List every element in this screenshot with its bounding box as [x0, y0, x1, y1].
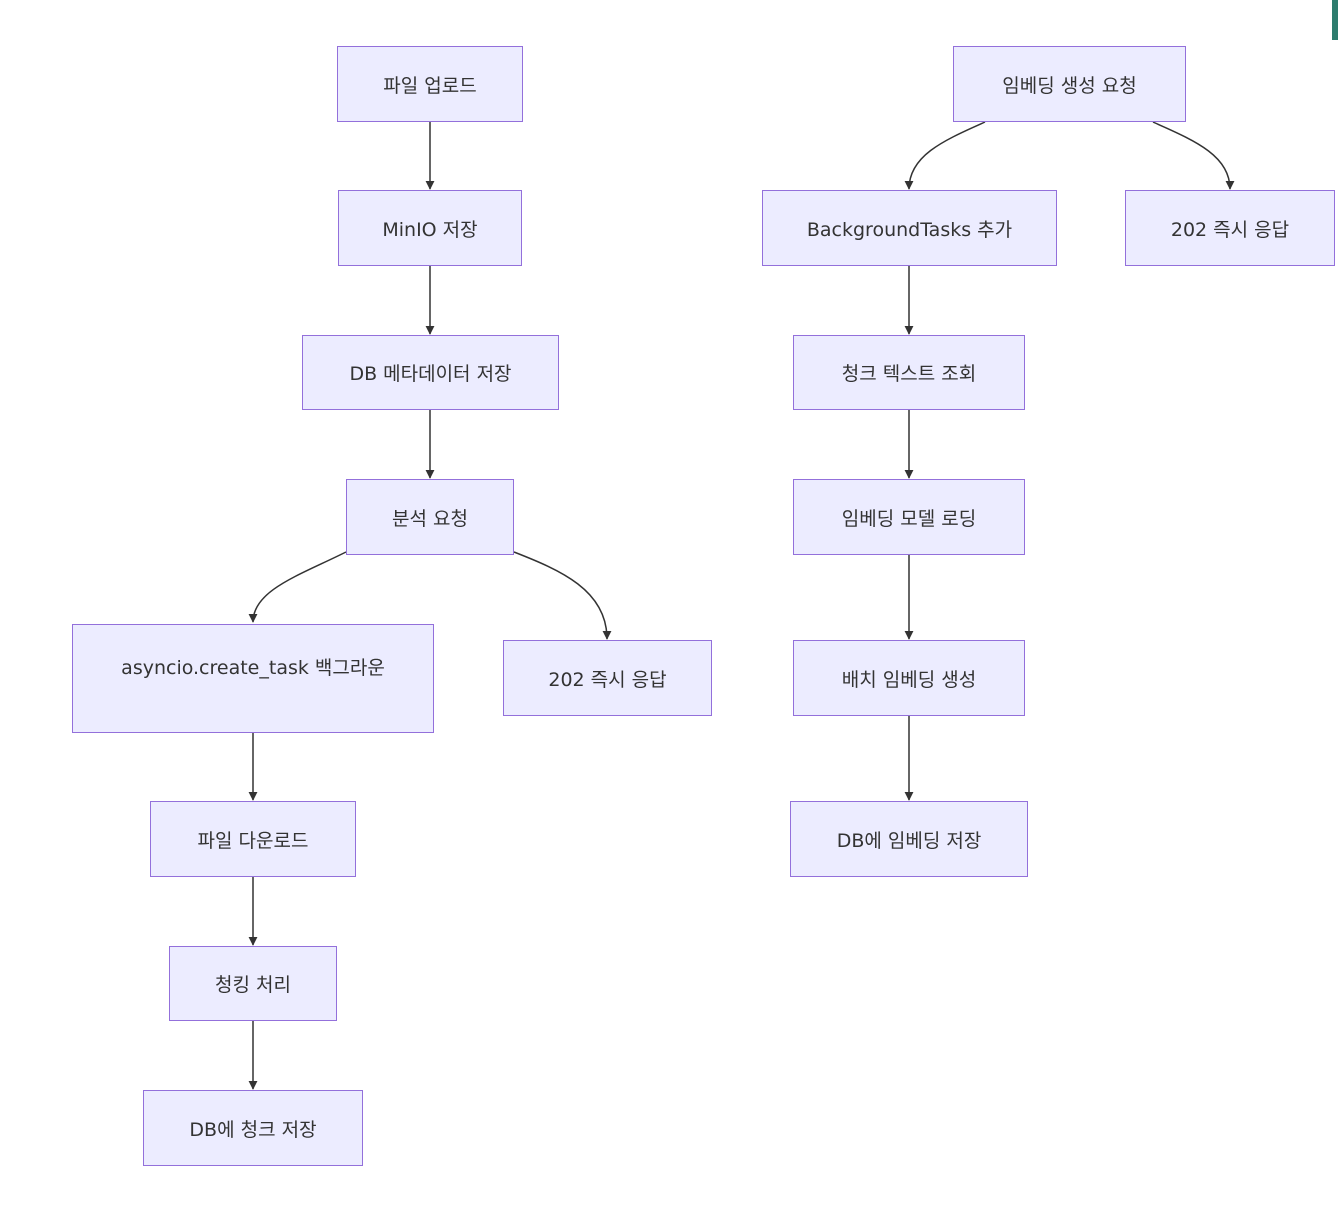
node-label: MinIO 저장 [382, 218, 478, 241]
node-label: 임베딩 모델 로딩 [841, 507, 977, 530]
node-label: 청킹 처리 [215, 974, 291, 996]
node-label: DB에 청크 저장 [189, 1118, 317, 1141]
node-save-embeddings[interactable]: DB에 임베딩 저장 [790, 801, 1028, 877]
node-background-tasks[interactable]: BackgroundTasks 추가 [762, 190, 1057, 266]
node-minio-store[interactable]: MinIO 저장 [338, 190, 522, 266]
node-label: 배치 임베딩 생성 [841, 668, 977, 691]
node-load-embedding-model[interactable]: 임베딩 모델 로딩 [793, 479, 1025, 555]
node-label: 임베딩 생성 요청 [1002, 74, 1137, 97]
node-label: 분석 요청 [392, 507, 468, 530]
node-db-metadata-store[interactable]: DB 메타데이터 저장 [302, 335, 559, 410]
node-label: 파일 다운로드 [197, 829, 309, 852]
node-file-download[interactable]: 파일 다운로드 [150, 801, 356, 877]
node-label: DB에 임베딩 저장 [836, 829, 982, 852]
node-embedding-request[interactable]: 임베딩 생성 요청 [953, 46, 1186, 122]
node-label: BackgroundTasks 추가 [806, 218, 1013, 241]
node-respond-202-right[interactable]: 202 즉시 응답 [1125, 190, 1335, 266]
node-label: 청크 텍스트 조회 [841, 363, 977, 385]
node-create-task[interactable]: asyncio.create_task 백그라운 [72, 624, 434, 733]
node-file-upload[interactable]: 파일 업로드 [337, 46, 523, 122]
node-label: 202 즉시 응답 [1170, 218, 1290, 241]
edge-request-to-respond [1152, 121, 1235, 190]
corner-accent-bar [1332, 0, 1338, 40]
edge-analyze-to-create-task [248, 551, 347, 623]
edge-request-to-bg-tasks [904, 121, 986, 190]
node-label: 파일 업로드 [383, 74, 477, 97]
node-save-chunks[interactable]: DB에 청크 저장 [143, 1090, 363, 1166]
node-respond-202-left[interactable]: 202 즉시 응답 [503, 640, 712, 716]
node-batch-embedding[interactable]: 배치 임베딩 생성 [793, 640, 1025, 716]
node-chunking[interactable]: 청킹 처리 [169, 946, 337, 1021]
node-label: 202 즉시 응답 [548, 668, 667, 691]
node-fetch-chunk-text[interactable]: 청크 텍스트 조회 [793, 335, 1025, 410]
node-label: DB 메타데이터 저장 [349, 363, 512, 385]
edge-analyze-to-respond [513, 551, 612, 640]
node-label: asyncio.create_task 백그라운 [121, 657, 385, 679]
node-analysis-request[interactable]: 분석 요청 [346, 479, 514, 555]
